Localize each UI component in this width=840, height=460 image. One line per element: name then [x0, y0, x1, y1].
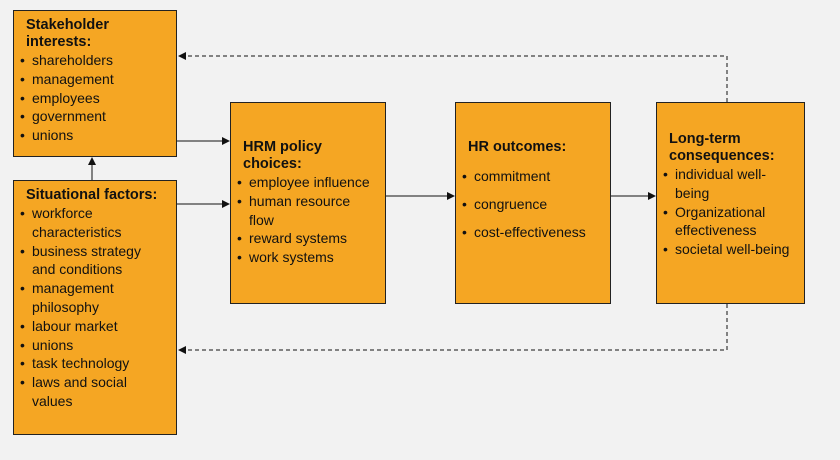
list-item: task technology	[20, 354, 168, 373]
list-item: work systems	[237, 248, 377, 267]
situational-factors-title: Situational factors:	[26, 187, 158, 203]
list-item: laws and social values	[20, 373, 168, 411]
hr-outcomes-title: HR outcomes:	[468, 139, 567, 155]
feedback-arrow-to-situational	[178, 304, 728, 354]
hrm-policy-choices-list: employee influence human resource flow r…	[237, 173, 377, 267]
situational-factors-list: workforce characteristics business strat…	[20, 204, 168, 411]
list-item: shareholders	[20, 51, 168, 70]
long-term-consequences-box: Long-term consequences: individual well-…	[656, 102, 805, 304]
list-item: labour market	[20, 317, 168, 336]
list-item: cost-effectiveness	[462, 223, 602, 242]
situational-factors-box: Situational factors: workforce character…	[13, 180, 177, 435]
stakeholder-interests-box: Stakeholder interests: shareholders mana…	[13, 10, 177, 157]
stakeholder-interests-list: shareholders management employees govern…	[20, 51, 168, 145]
list-item: reward systems	[237, 229, 377, 248]
long-term-consequences-title: Long-term consequences:	[669, 131, 775, 164]
list-item: business strategy and conditions	[20, 242, 168, 280]
list-item: employee influence	[237, 173, 377, 192]
list-item: employees	[20, 89, 168, 108]
list-item: commitment	[462, 167, 602, 186]
hrm-policy-choices-box: HRM policy choices: employee influence h…	[230, 102, 386, 304]
stakeholder-interests-title: Stakeholder interests:	[26, 17, 109, 50]
list-item: management philosophy	[20, 279, 168, 317]
long-term-consequences-list: individual well-being Organizational eff…	[663, 165, 796, 259]
list-item: unions	[20, 336, 168, 355]
list-item: congruence	[462, 195, 602, 214]
list-item: societal well-being	[663, 240, 796, 259]
list-item: unions	[20, 126, 168, 145]
feedback-arrow-to-stakeholder	[178, 52, 728, 102]
hr-outcomes-box: HR outcomes: commitment congruence cost-…	[455, 102, 611, 304]
list-item: Organizational effectiveness	[663, 203, 796, 241]
list-item: workforce characteristics	[20, 204, 168, 242]
list-item: individual well-being	[663, 165, 796, 203]
list-item: management	[20, 70, 168, 89]
list-item: human resource flow	[237, 192, 377, 230]
hrm-policy-choices-title: HRM policy choices:	[243, 139, 322, 172]
list-item: government	[20, 107, 168, 126]
hr-outcomes-list: commitment congruence cost-effectiveness	[462, 167, 602, 241]
